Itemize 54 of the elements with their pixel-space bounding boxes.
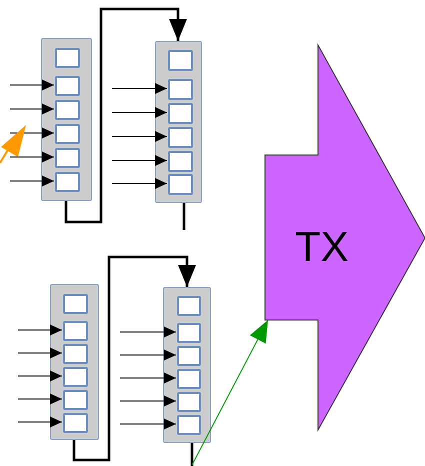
register-cell — [55, 172, 80, 192]
connector-line — [190, 443, 194, 466]
register-cell — [168, 50, 193, 71]
register-cell — [177, 296, 201, 316]
arrow — [120, 372, 176, 384]
register-cell — [168, 79, 193, 100]
arrow — [10, 152, 54, 162]
register-cell — [63, 321, 88, 341]
register-cell — [63, 367, 88, 387]
arrow — [10, 80, 54, 90]
arrow — [18, 324, 62, 336]
register-cell — [168, 127, 193, 148]
register-cell — [55, 48, 80, 68]
register-column — [163, 287, 211, 443]
arrow — [120, 418, 176, 430]
register-cell — [168, 174, 193, 195]
register-column — [155, 41, 202, 203]
register-cell — [177, 346, 201, 366]
register-cell — [55, 100, 80, 120]
register-cell — [63, 294, 88, 314]
register-cell — [63, 344, 88, 364]
arrow — [18, 394, 62, 404]
register-cell — [55, 76, 80, 96]
register-cell — [177, 323, 201, 343]
arrow — [112, 131, 168, 142]
register-cell — [168, 103, 193, 124]
arrow — [18, 348, 62, 358]
arrow — [112, 83, 168, 94]
connector-line — [182, 203, 186, 230]
arrow — [112, 178, 168, 189]
register-cell — [168, 151, 193, 172]
arrow — [112, 155, 168, 166]
tx-label: TX — [295, 223, 349, 271]
register-cell — [63, 390, 88, 410]
register-cell — [55, 124, 80, 144]
register-column — [41, 38, 92, 201]
connector-arrow — [192, 320, 268, 466]
register-column — [50, 284, 99, 440]
arrow — [112, 107, 168, 118]
arrow — [18, 370, 62, 382]
register-cell — [177, 369, 201, 389]
arrow — [10, 128, 54, 138]
arrow — [120, 326, 176, 338]
arrow — [10, 176, 54, 186]
arrow — [120, 350, 176, 360]
register-cell — [55, 148, 80, 168]
connector-arrow — [72, 256, 196, 462]
register-cell — [63, 413, 88, 433]
connector-arrow — [64, 8, 187, 224]
arrow — [10, 104, 54, 114]
register-cell — [177, 392, 201, 412]
arrow — [18, 416, 62, 428]
register-cell — [177, 415, 201, 435]
arrow — [120, 396, 176, 406]
